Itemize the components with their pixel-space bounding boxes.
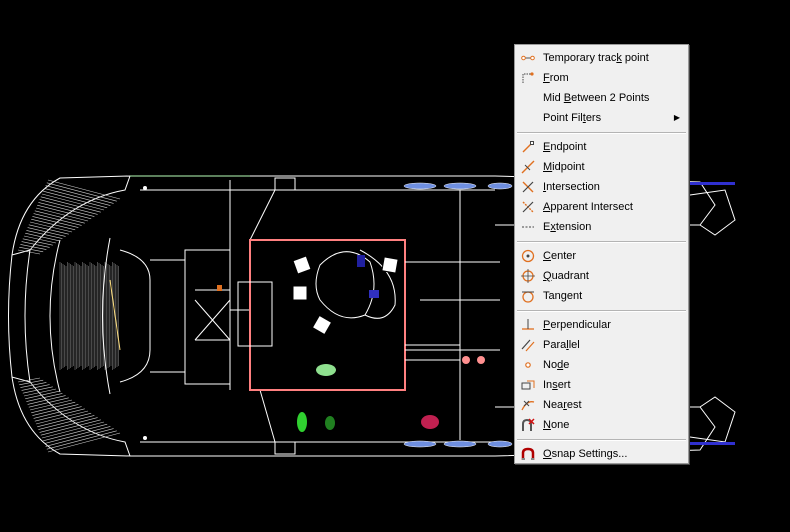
menu-item-label-text: enter — [550, 250, 577, 262]
menu-item-label-text: In — [543, 379, 553, 391]
menu-item-node[interactable]: Node — [515, 355, 688, 375]
menu-item-quadrant[interactable]: Quadrant — [515, 266, 688, 286]
menu-item-label-text: uadrant — [551, 270, 589, 282]
menu-item-label-text: ntersection — [546, 181, 600, 193]
track-point-icon — [521, 51, 535, 65]
stern-edge — [8, 254, 13, 378]
menu-item-accelerator: r — [563, 399, 567, 411]
midpoint-icon — [521, 160, 535, 174]
menu-item-parallel[interactable]: Parallel — [515, 335, 688, 355]
menu-item-accelerator: l — [566, 339, 569, 351]
menu-item-label-text: No — [543, 359, 558, 371]
menu-item-accelerator: P — [543, 319, 551, 331]
parallel-icon — [521, 338, 535, 352]
osnap-settings-icon — [521, 447, 535, 461]
accent-objects — [143, 186, 485, 440]
menu-item-label-text: tension — [555, 221, 592, 233]
menu-item-accelerator: O — [543, 448, 552, 460]
menu-item-from[interactable]: From — [515, 68, 688, 88]
menu-item-temporary-track-point[interactable]: Temporary track point — [515, 48, 688, 68]
menu-item-extension[interactable]: Extension — [515, 217, 688, 237]
menu-item-label-text: ent — [566, 290, 583, 302]
menu-item-accelerator: N — [543, 419, 551, 431]
menu-item-midpoint[interactable]: Midpoint — [515, 157, 688, 177]
none-icon — [521, 418, 535, 432]
insert-icon — [521, 378, 535, 392]
quadrant-icon — [521, 269, 535, 283]
menu-item-accelerator: C — [543, 250, 551, 262]
menu-item-nearest[interactable]: Nearest — [515, 395, 688, 415]
menu-item-label-text: erpendicular — [550, 319, 611, 331]
menu-item-label-text: ndpoint — [550, 141, 587, 153]
menu-item-label-text: point — [621, 52, 649, 64]
menu-item-accelerator: t — [582, 112, 586, 124]
menu-item-accelerator: g — [560, 290, 567, 302]
menu-item-accelerator: I — [543, 181, 547, 193]
menu-item-none[interactable]: None — [515, 415, 688, 435]
submenu-arrow-icon: ▶ — [673, 113, 680, 122]
menu-item-label-text: Temporary trac — [543, 52, 617, 64]
endpoint-icon — [521, 140, 535, 154]
menu-separator — [517, 439, 686, 441]
menu-item-label-text: lel — [568, 339, 580, 351]
menu-item-tangent[interactable]: Tangent — [515, 286, 688, 306]
menu-item-accelerator: M — [543, 161, 553, 173]
menu-item-label-text: est — [566, 399, 582, 411]
menu-item-insert[interactable]: Insert — [515, 375, 688, 395]
salon-room — [249, 239, 406, 391]
apparent-intersect-icon — [521, 200, 535, 214]
menu-item-apparent-intersect[interactable]: Apparent Intersect — [515, 197, 688, 217]
menu-item-label-text: Point Fil — [543, 112, 583, 124]
menu-item-perpendicular[interactable]: Perpendicular — [515, 315, 688, 335]
menu-item-mid-between-2-points[interactable]: Mid Between 2 Points — [515, 88, 688, 108]
menu-item-label-text: E — [543, 221, 551, 233]
menu-item-accelerator: s — [552, 379, 558, 391]
menu-item-accelerator: d — [557, 359, 564, 371]
menu-item-accelerator: A — [543, 201, 551, 213]
menu-item-accelerator: E — [543, 141, 551, 153]
menu-item-point-filters[interactable]: Point Filters ▶ — [515, 108, 688, 128]
menu-separator — [517, 310, 686, 312]
tangent-icon — [521, 289, 535, 303]
menu-item-label-text: one — [550, 419, 570, 431]
menu-item-label-text: Mid — [543, 92, 564, 104]
menu-item-osnap-settings[interactable]: Osnap Settings... — [515, 444, 688, 464]
menu-item-label-text: Para — [543, 339, 567, 351]
menu-item-accelerator: x — [550, 221, 556, 233]
menu-item-intersection[interactable]: Intersection — [515, 177, 688, 197]
menu-item-accelerator: F — [543, 72, 550, 84]
menu-item-accelerator: B — [563, 92, 572, 104]
menu-item-label-text: ers — [585, 112, 602, 124]
menu-item-label-text: ert — [557, 379, 571, 391]
menu-item-label-text: e — [563, 359, 570, 371]
from-icon — [521, 71, 535, 85]
menu-item-center[interactable]: Center — [515, 246, 688, 266]
menu-item-label-text: pparent Intersect — [550, 201, 633, 213]
menu-item-accelerator: Q — [543, 270, 552, 282]
menu-separator — [517, 132, 686, 134]
menu-item-label-text: idpoint — [552, 161, 585, 173]
salon-chairs — [292, 255, 399, 336]
menu-item-label-text: snap Settings... — [551, 448, 628, 460]
perpendicular-icon — [521, 318, 535, 332]
extension-icon — [521, 220, 535, 234]
stern-inner-edge — [24, 249, 31, 383]
menu-item-endpoint[interactable]: Endpoint — [515, 137, 688, 157]
menu-item-label-text: Nea — [543, 399, 564, 411]
node-icon — [521, 358, 535, 372]
menu-separator — [517, 241, 686, 243]
nearest-icon — [521, 398, 535, 412]
menu-item-accelerator: k — [616, 52, 622, 64]
intersection-icon — [521, 180, 535, 194]
menu-item-label-text: Tan — [543, 290, 561, 302]
deck-fixtures-blue — [403, 182, 735, 448]
stern-deck-hatching — [11, 175, 131, 457]
menu-item-label-text: rom — [549, 72, 569, 84]
menu-item-label-text: etween 2 Points — [571, 92, 650, 104]
center-icon — [521, 249, 535, 263]
